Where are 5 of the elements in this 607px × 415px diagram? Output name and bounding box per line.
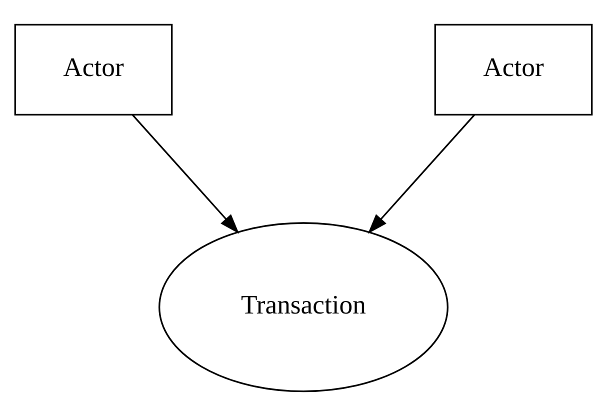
- node-ellipse: Transaction: [158, 222, 448, 392]
- arrow: [368, 114, 476, 234]
- node-box: Actor: [434, 23, 593, 115]
- arrow: [132, 114, 240, 234]
- node-box: Actor: [14, 23, 173, 115]
